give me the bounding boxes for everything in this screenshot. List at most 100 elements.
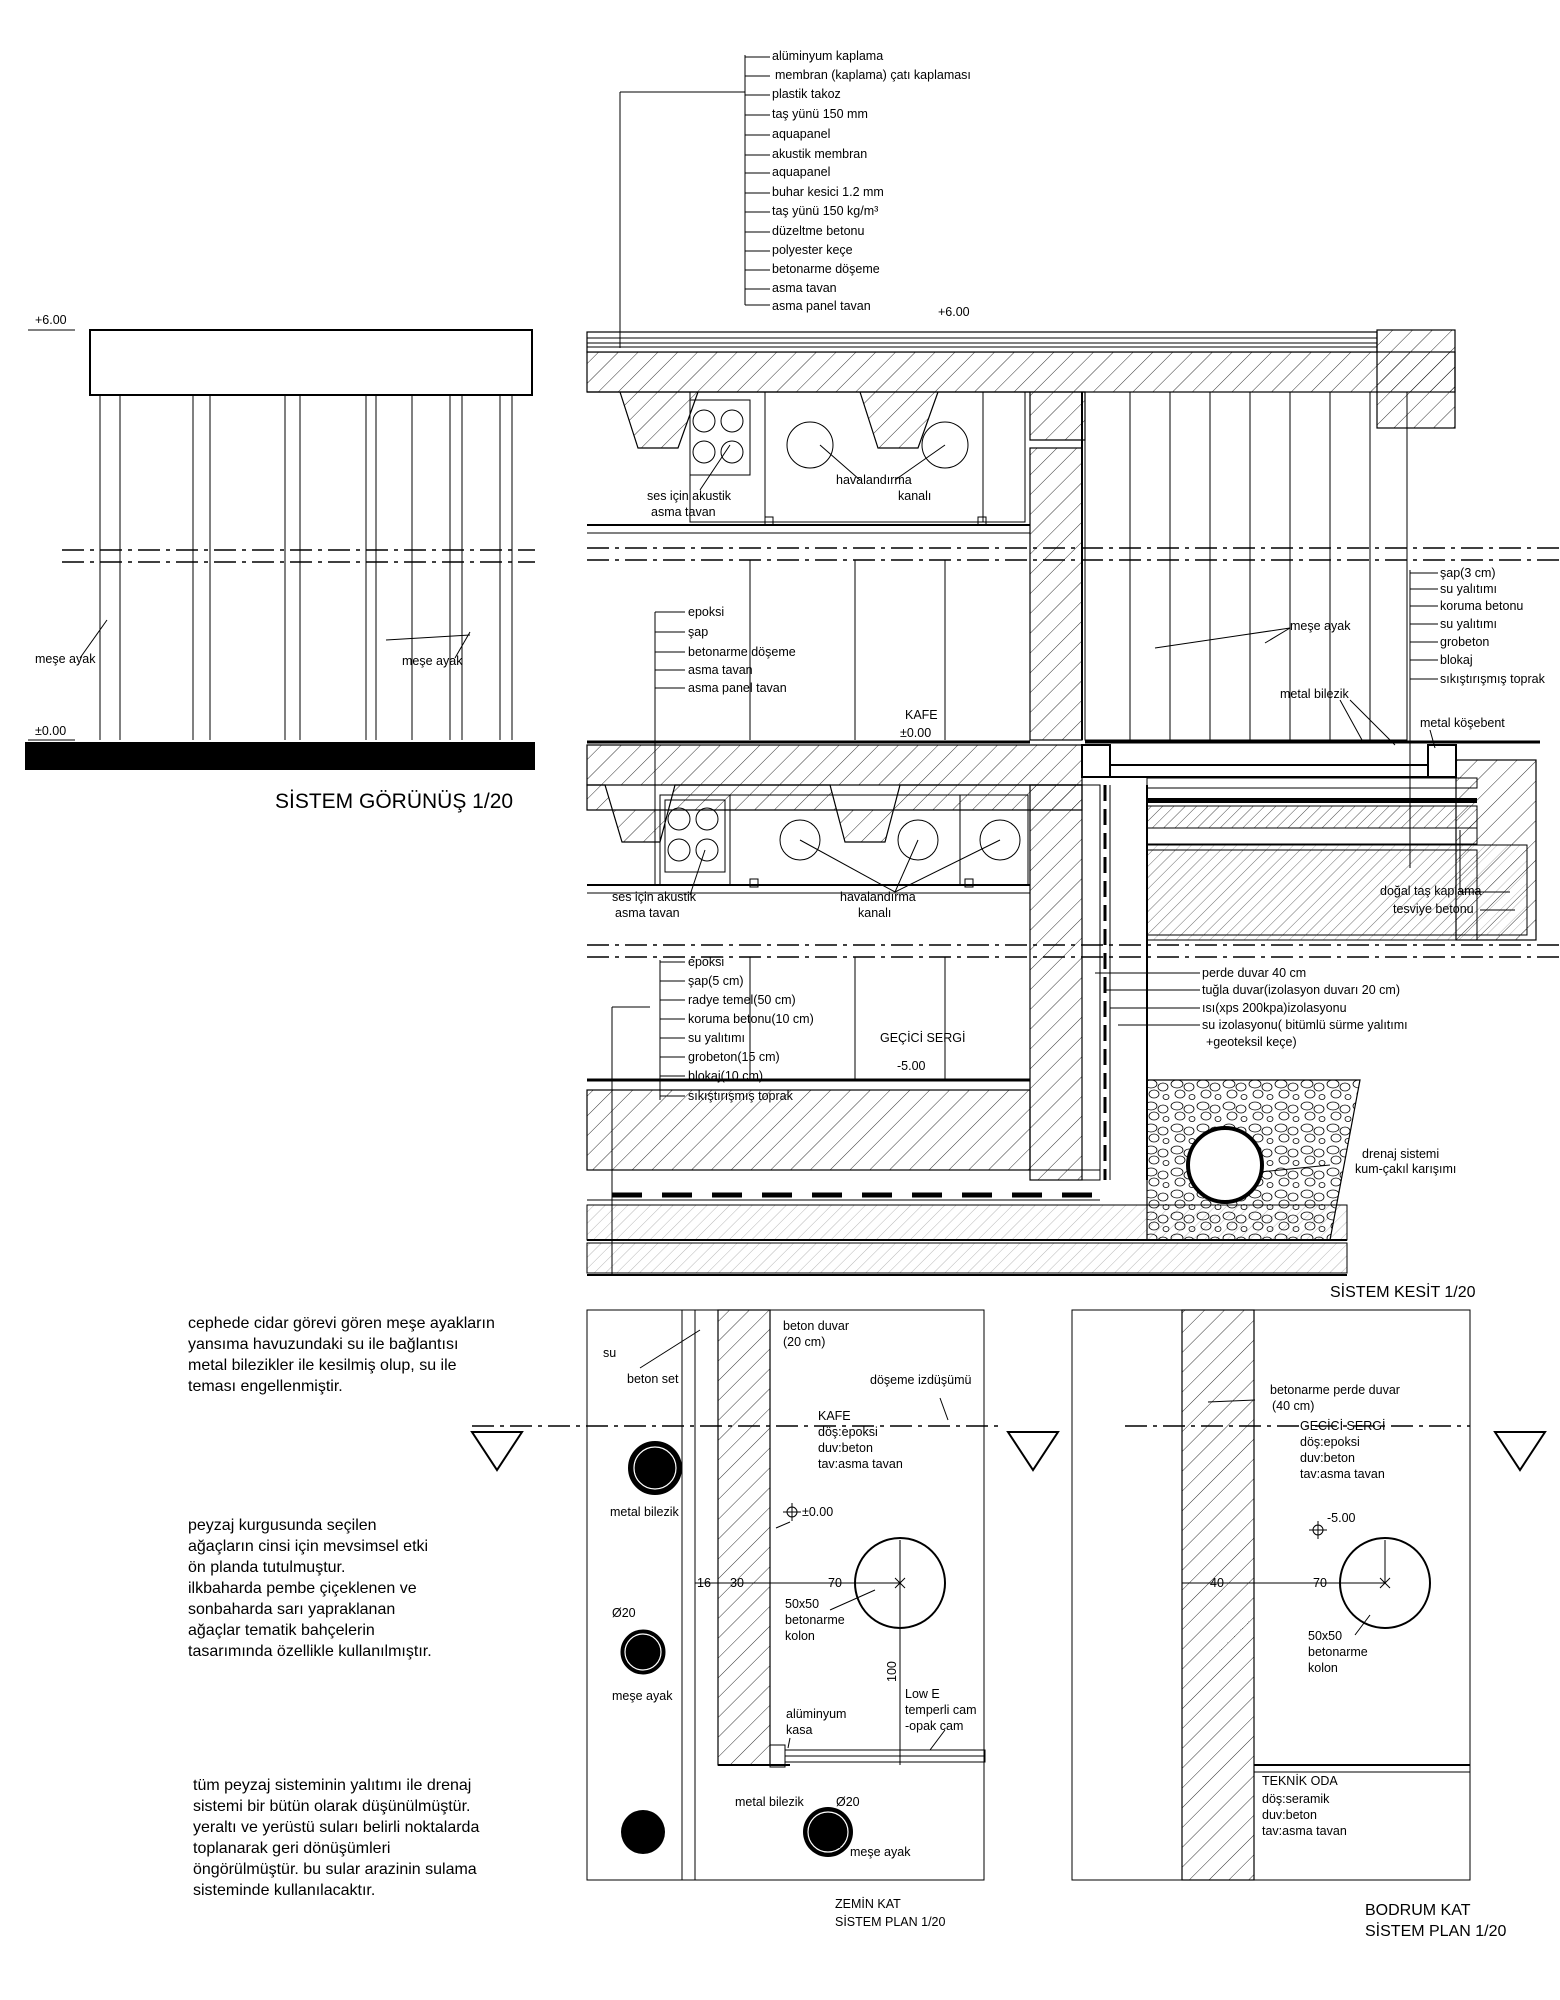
- floor-layer: asma tavan: [688, 663, 753, 677]
- level-label: -5.00: [1327, 1511, 1356, 1525]
- basement-layer: blokaj(10 cm): [688, 1069, 763, 1083]
- dimension-label: 70: [1313, 1576, 1327, 1590]
- note-line: ağaçlar tematik bahçelerin: [188, 1622, 375, 1639]
- section-title: SİSTEM KESİT 1/20: [1330, 1282, 1476, 1301]
- curb-label: beton set: [627, 1372, 679, 1386]
- note-line: sonbaharda sarı yapraklanan: [188, 1601, 395, 1618]
- drainage-label: drenaj sistemi: [1362, 1147, 1439, 1161]
- note-line: cephede cidar görevi gören meşe ayakları…: [188, 1315, 495, 1332]
- water-label: su: [603, 1346, 616, 1360]
- roof-layer: akustik membran: [772, 147, 867, 161]
- level-label: ±0.00: [802, 1505, 833, 1519]
- roof-layer: aquapanel: [772, 127, 830, 141]
- plan-title: SİSTEM PLAN 1/20: [835, 1915, 946, 1929]
- wall-label: (20 cm): [783, 1335, 825, 1349]
- wall-layer-labels: perde duvar 40 cm tuğla duvar(izolasyon …: [1202, 966, 1408, 1049]
- roof-layer: alüminyum kaplama: [772, 49, 883, 63]
- lower-ceiling-labels: ses için akustik asma tavan havalandırma…: [612, 884, 1482, 920]
- pool-layer: koruma betonu: [1440, 599, 1523, 613]
- pool-layer: su yalıtımı: [1440, 617, 1497, 631]
- acoustic-ceiling-label: asma tavan: [651, 505, 716, 519]
- floor-layer-labels: epoksi şap betonarme döşeme asma tavan a…: [688, 605, 938, 740]
- diameter-label: Ø20: [612, 1606, 636, 1620]
- plan-title: SİSTEM PLAN 1/20: [1365, 1921, 1506, 1940]
- level-kafe: ±0.00: [900, 726, 931, 740]
- room-label: TEKNİK ODA: [1262, 1774, 1338, 1788]
- roof-level: +6.00: [938, 305, 970, 319]
- room-finish: döş:epoksi: [818, 1425, 878, 1439]
- room-label: GECİCİ SERGİ: [1300, 1419, 1385, 1433]
- slab-projection-label: döşeme izdüşümü: [870, 1373, 971, 1387]
- note-line: sistemi bir bütün olarak düşünülmüştür.: [193, 1798, 470, 1815]
- wall-label: (40 cm): [1272, 1399, 1314, 1413]
- roof-layer: asma tavan: [772, 281, 837, 295]
- wall-label: betonarme perde duvar: [1270, 1383, 1400, 1397]
- facade-level-bottom: ±0.00: [35, 724, 66, 738]
- pool-layer: grobeton: [1440, 635, 1489, 649]
- roof-layer: asma panel tavan: [772, 299, 871, 313]
- acoustic-ceiling-label: ses için akustik: [647, 489, 732, 503]
- basement-plan-labels: betonarme perde duvar (40 cm) GECİCİ SER…: [1210, 1383, 1506, 1940]
- roof-layer: polyester keçe: [772, 243, 853, 257]
- duct-label: havalandırma: [840, 890, 916, 904]
- pool-layer: blokaj: [1440, 653, 1473, 667]
- dimension-label: 40: [1210, 1576, 1224, 1590]
- room-finish: tav:asma tavan: [1300, 1467, 1385, 1481]
- column-label: kolon: [785, 1629, 815, 1643]
- note-line: teması engellenmiştir.: [188, 1378, 343, 1395]
- basement-layer: grobeton(15 cm): [688, 1050, 780, 1064]
- roof-layer: betonarme döşeme: [772, 262, 880, 276]
- plan-title: ZEMİN KAT: [835, 1897, 901, 1911]
- duct-label: havalandırma: [836, 473, 912, 487]
- facade-label-right: meşe ayak: [402, 654, 463, 668]
- roof-layer: membran (kaplama) çatı kaplaması: [775, 68, 971, 82]
- room-finish: döş:seramik: [1262, 1792, 1330, 1806]
- section-marker-icon: [1493, 1431, 1547, 1472]
- roof-layer: aquapanel: [772, 165, 830, 179]
- wall-layer: +geoteksil keçe): [1206, 1035, 1297, 1049]
- notes: cephede cidar görevi gören meşe ayakları…: [188, 1315, 495, 1899]
- note-line: ilkbaharda pembe çiçeklenen ve: [188, 1580, 417, 1597]
- ground-band: [25, 742, 535, 770]
- section-marker-icon: [470, 1431, 524, 1472]
- metal-ring-label: metal bilezik: [1280, 687, 1350, 701]
- basement-layer: epoksi: [688, 955, 724, 969]
- wall-layer: perde duvar 40 cm: [1202, 966, 1306, 980]
- roof-layer: buhar kesici 1.2 mm: [772, 185, 884, 199]
- pool-layer: su yalıtımı: [1440, 582, 1497, 596]
- floor-layer: asma panel tavan: [688, 681, 787, 695]
- duct-label: kanalı: [858, 906, 891, 920]
- column-label: betonarme: [785, 1613, 845, 1627]
- oak-label: meşe ayak: [1290, 619, 1351, 633]
- frame-label: alüminyum: [786, 1707, 846, 1721]
- basement-layer: şap(5 cm): [688, 974, 744, 988]
- dimension-label: 70: [828, 1576, 842, 1590]
- room-finish: duv:beton: [818, 1441, 873, 1455]
- pool-labels: meşe ayak şap(3 cm) su yalıtımı koruma b…: [1280, 566, 1546, 730]
- column-label: kolon: [1308, 1661, 1338, 1675]
- note-line: toplanarak geri dönüşümleri: [193, 1840, 390, 1857]
- section-marker-icon: [1006, 1431, 1060, 1472]
- section-view: [586, 55, 1560, 1276]
- room-label-gecici: GEÇİCİ SERGİ: [880, 1031, 965, 1045]
- facade-label-left: meşe ayak: [35, 652, 96, 666]
- metal-corner-label: metal köşebent: [1420, 716, 1505, 730]
- roof-layer: taş yünü 150 mm: [772, 107, 868, 121]
- diameter-label: Ø20: [836, 1795, 860, 1809]
- room-finish: tav:asma tavan: [818, 1457, 903, 1471]
- note-line: tüm peyzaj sisteminin yalıtımı ile drena…: [193, 1777, 471, 1794]
- plan-title: BODRUM KAT: [1365, 1902, 1471, 1919]
- metal-ring-label: metal bilezik: [735, 1795, 805, 1809]
- dimension-label: 16: [697, 1576, 711, 1590]
- metal-ring-label: metal bilezik: [610, 1505, 680, 1519]
- level-concrete-label: tesviye betonu: [1393, 902, 1474, 916]
- column-label: betonarme: [1308, 1645, 1368, 1659]
- basement-layer: radye temel(50 cm): [688, 993, 796, 1007]
- basement-layer-labels: epoksi şap(5 cm) radye temel(50 cm) koru…: [688, 955, 1456, 1176]
- note-line: yansıma havuzundaki su ile bağlantısı: [188, 1336, 458, 1353]
- ground-floor-labels: su beton set beton duvar (20 cm) döşeme …: [603, 1319, 977, 1929]
- room-finish: duv:beton: [1262, 1808, 1317, 1822]
- note-line: tasarımında özellikle kullanılmıştır.: [188, 1643, 432, 1660]
- floor-layer: epoksi: [688, 605, 724, 619]
